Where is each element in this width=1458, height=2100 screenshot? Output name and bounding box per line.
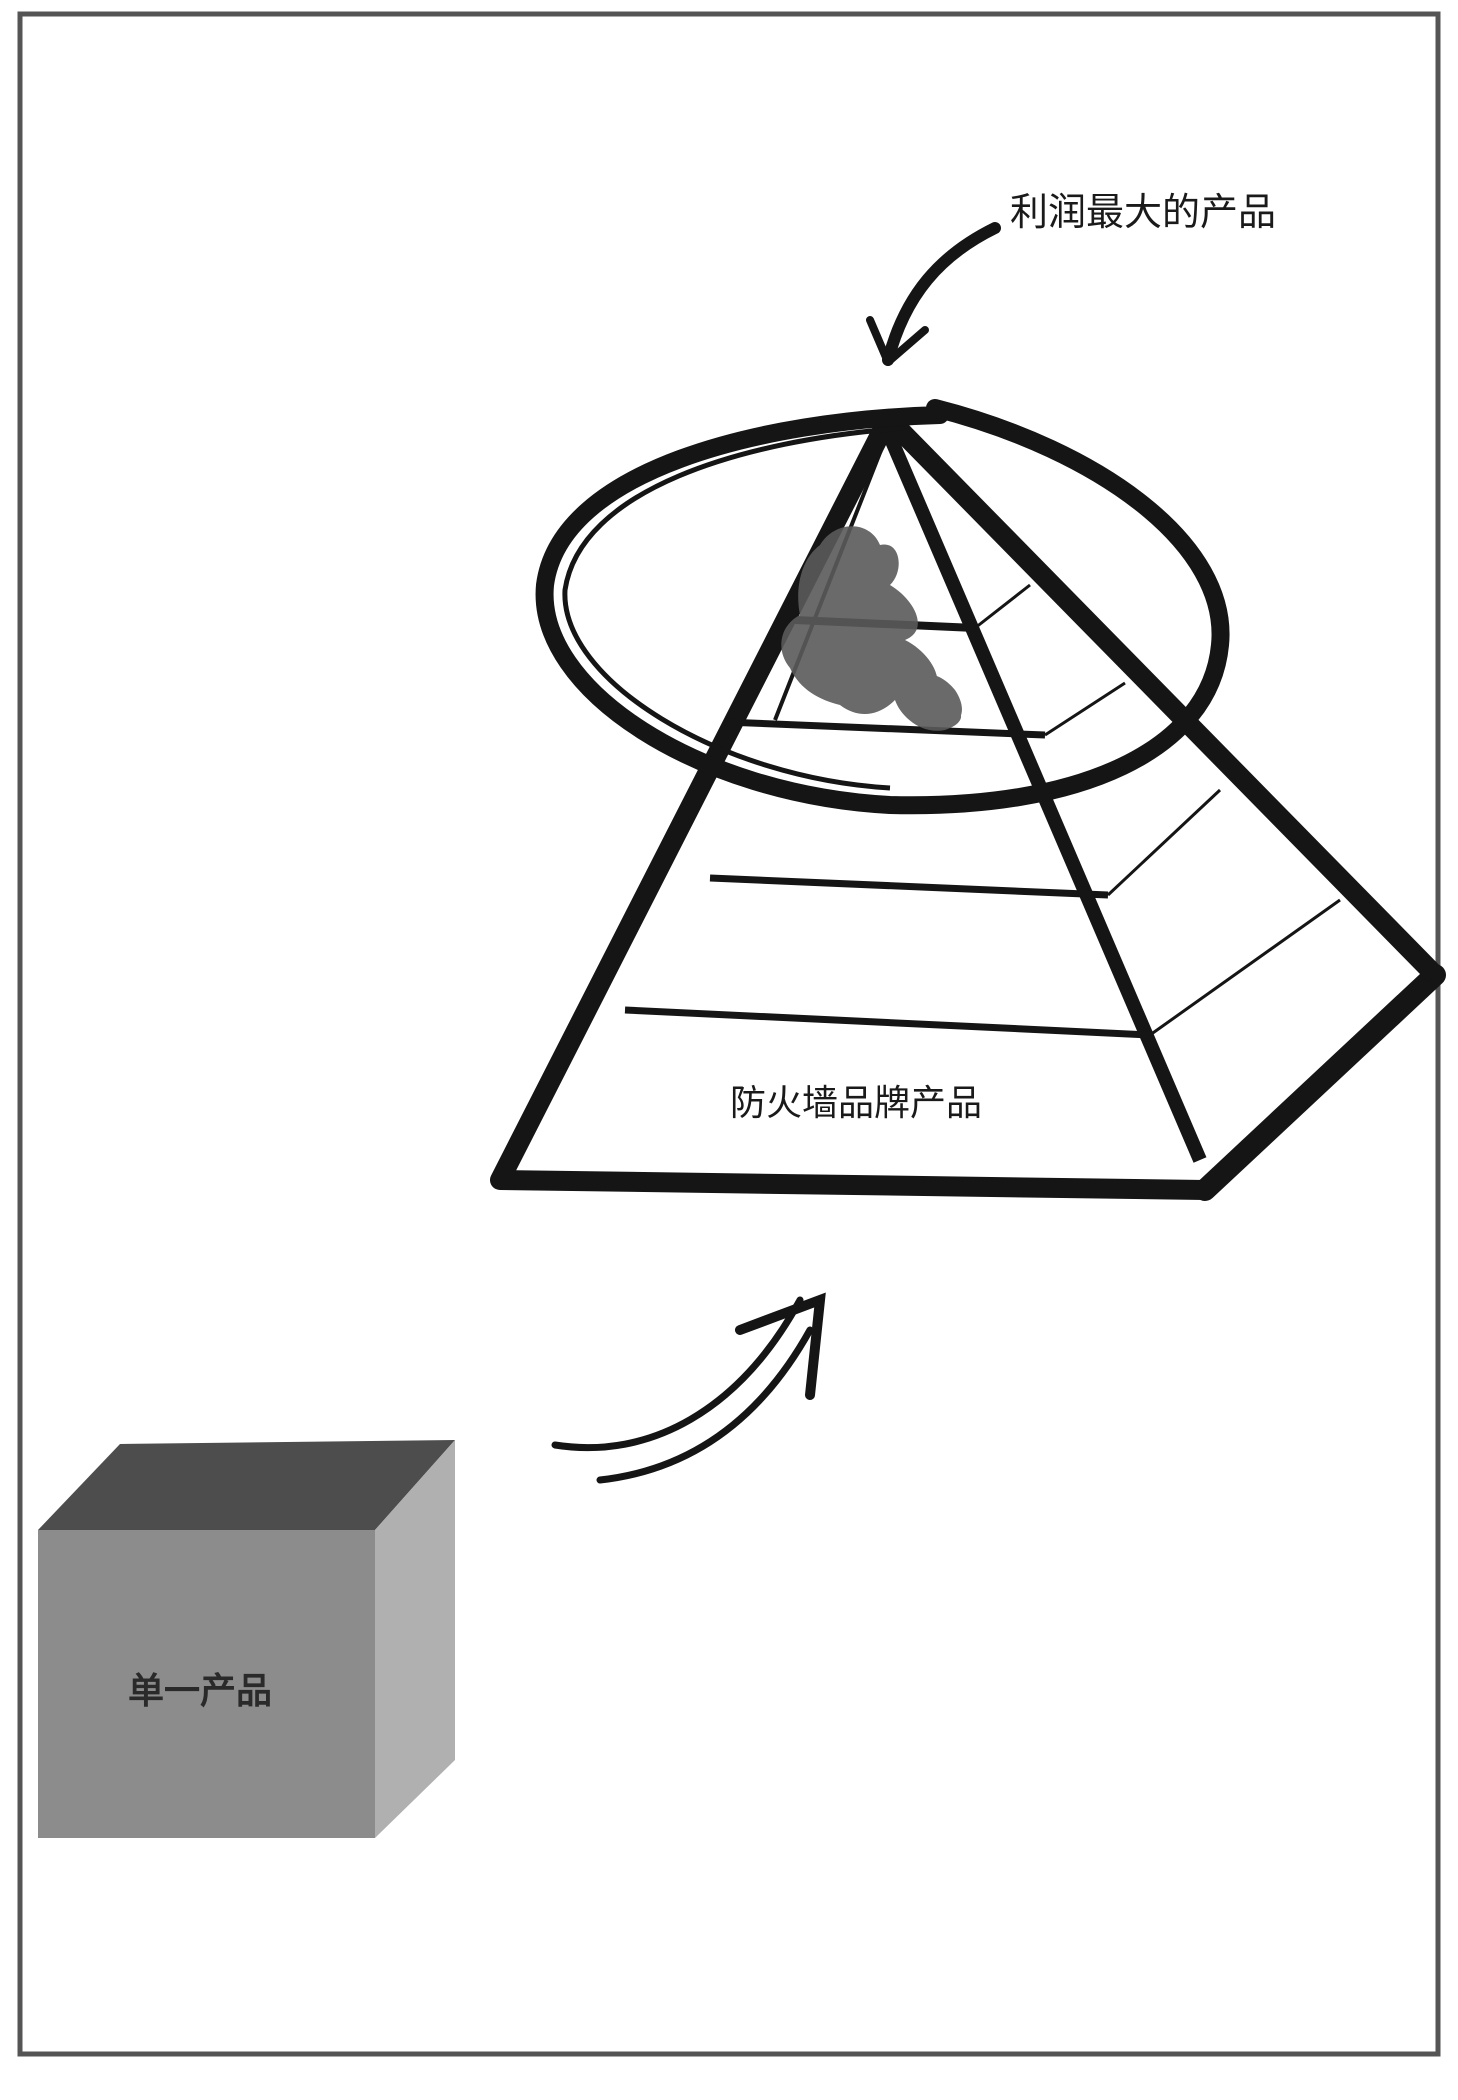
top-label: 利润最大的产品 [1010,190,1276,234]
single-product-cube [38,1440,455,1838]
cube-side-face [375,1440,455,1838]
highlight-ring [535,399,1230,815]
pyramid-band-4 [624,1006,1151,1039]
callout-arrow [866,222,1001,366]
cube-front-face [38,1530,375,1838]
pyramid-side-face [885,425,1435,1180]
transition-arrow [551,1292,826,1484]
cube-top-face [38,1440,455,1530]
pyramid-band-3 [709,874,1109,899]
pyramid-band-2 [724,718,1046,739]
pyramid-base-label: 防火墙品牌产品 [730,1083,982,1124]
highlight-blob [781,526,962,731]
cube-label: 单一产品 [128,1671,272,1712]
page-frame [17,11,1441,2057]
